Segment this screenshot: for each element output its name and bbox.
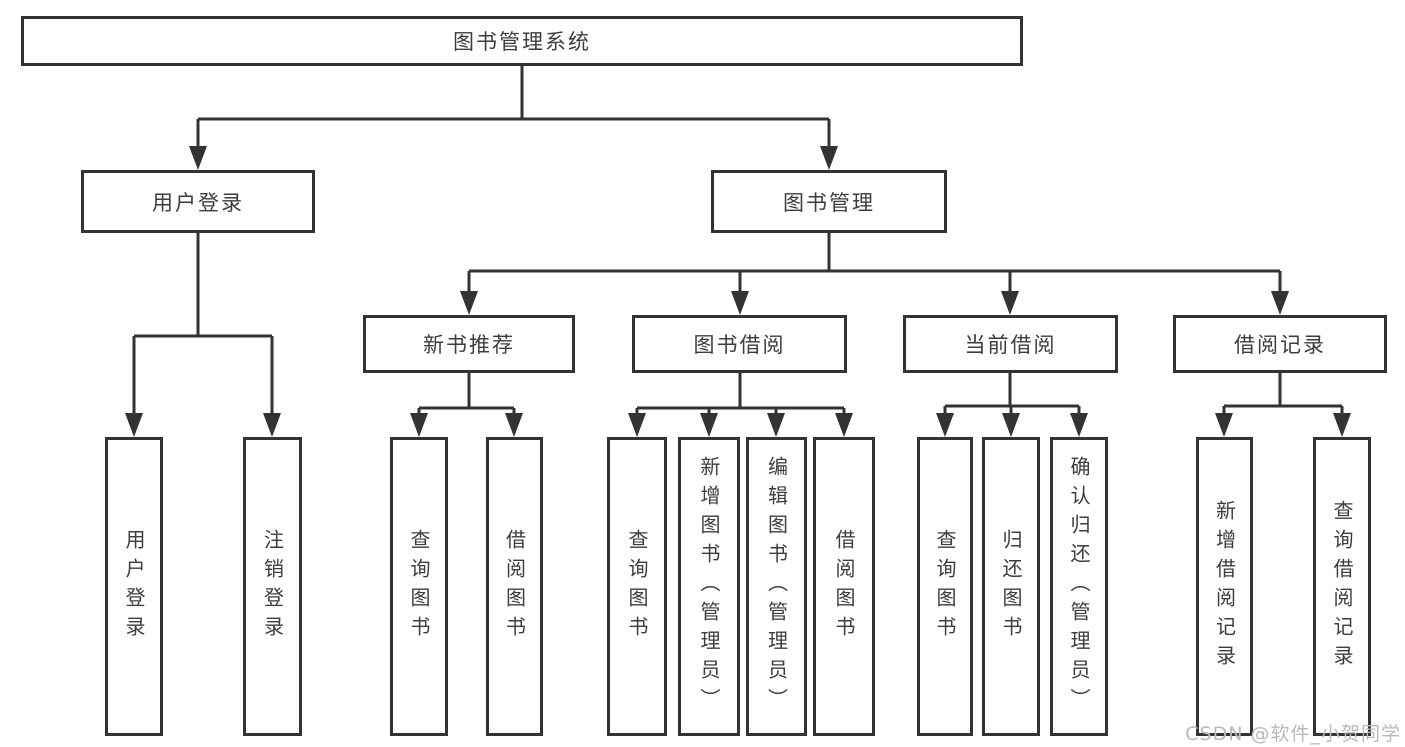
node-book-management-label: 图书管理 xyxy=(783,190,875,215)
arrowhead-down xyxy=(1002,413,1020,437)
node-new-book-recommend-label: 新书推荐 xyxy=(423,333,515,357)
arrowhead-down xyxy=(189,146,207,170)
leaf-query-books-2-label: 查询图书 xyxy=(625,528,649,645)
leaf-query-books-2: 查询图书 xyxy=(607,437,667,736)
leaf-return-books: 归还图书 xyxy=(982,437,1040,736)
leaf-borrow-books-1: 借阅图书 xyxy=(486,437,543,736)
node-borrowing-records-label: 借阅记录 xyxy=(1234,333,1326,357)
arrowhead-down xyxy=(505,413,523,437)
arrowhead-down xyxy=(1001,291,1019,315)
leaf-borrow-books-2-label: 借阅图书 xyxy=(832,528,856,645)
leaf-return-books-label: 归还图书 xyxy=(999,528,1023,645)
leaf-add-book-admin: 新增图书（管理员） xyxy=(678,437,740,736)
leaf-query-books-3: 查询图书 xyxy=(917,437,973,736)
arrowhead-down xyxy=(628,413,646,437)
arrowhead-down xyxy=(1215,413,1233,437)
node-new-book-recommend: 新书推荐 xyxy=(363,315,575,373)
node-book-management: 图书管理 xyxy=(711,170,947,233)
leaf-user-login: 用户登录 xyxy=(105,437,163,736)
arrowhead-down xyxy=(263,413,281,437)
arrowhead-down xyxy=(820,146,838,170)
node-user-login: 用户登录 xyxy=(81,170,315,233)
node-book-borrowing-label: 图书借阅 xyxy=(693,333,786,357)
leaf-query-books-3-label: 查询图书 xyxy=(933,528,957,645)
connector-borrowing-records-to-leaves xyxy=(1215,373,1351,437)
leaf-logout-login-label: 注销登录 xyxy=(260,528,285,645)
connector-book-mgmt-to-level3 xyxy=(460,233,1289,315)
node-root: 图书管理系统 xyxy=(21,16,1023,66)
connector-root-to-level2 xyxy=(189,66,838,170)
leaf-query-books-1: 查询图书 xyxy=(390,437,448,736)
node-current-borrowing-label: 当前借阅 xyxy=(964,333,1057,357)
node-user-login-label: 用户登录 xyxy=(152,190,244,215)
leaf-confirm-return-admin: 确认归还（管理员） xyxy=(1050,437,1108,736)
arrowhead-down xyxy=(125,413,143,437)
node-book-borrowing: 图书借阅 xyxy=(632,315,847,373)
connector-user-login-to-leaves xyxy=(125,233,281,437)
leaf-query-borrow-record: 查询借阅记录 xyxy=(1313,437,1371,736)
arrowhead-down xyxy=(767,413,785,437)
leaf-add-book-admin-label: 新增图书（管理员） xyxy=(697,456,721,717)
connector-book-borrowing-to-leaves xyxy=(628,373,853,437)
leaf-borrow-books-2: 借阅图书 xyxy=(813,437,875,736)
arrowhead-down xyxy=(1333,413,1351,437)
leaf-confirm-return-admin-label: 确认归还（管理员） xyxy=(1067,456,1091,717)
watermark: CSDN @软件_小贺同学 xyxy=(1185,723,1401,745)
arrowhead-down xyxy=(410,413,428,437)
leaf-user-login-label: 用户登录 xyxy=(122,528,146,645)
arrowhead-down xyxy=(731,291,749,315)
leaf-add-borrow-record: 新增借阅记录 xyxy=(1196,437,1253,736)
node-borrowing-records: 借阅记录 xyxy=(1173,315,1387,373)
leaf-edit-book-admin-label: 编辑图书（管理员） xyxy=(764,456,789,717)
leaf-borrow-books-1-label: 借阅图书 xyxy=(502,528,527,645)
connector-new-book-recommend-to-leaves xyxy=(410,373,523,437)
arrowhead-down xyxy=(1271,291,1289,315)
arrowhead-down xyxy=(936,413,954,437)
node-current-borrowing: 当前借阅 xyxy=(903,315,1118,373)
leaf-logout-login: 注销登录 xyxy=(243,437,302,736)
arrowhead-down xyxy=(1070,413,1088,437)
leaf-add-borrow-record-label: 新增借阅记录 xyxy=(1212,499,1237,674)
arrowhead-down xyxy=(835,413,853,437)
leaf-query-borrow-record-label: 查询借阅记录 xyxy=(1330,499,1354,674)
node-root-label: 图书管理系统 xyxy=(453,30,591,54)
connector-current-borrowing-to-leaves xyxy=(936,373,1088,437)
leaf-query-books-1-label: 查询图书 xyxy=(407,528,431,645)
arrowhead-down xyxy=(460,291,478,315)
leaf-edit-book-admin: 编辑图书（管理员） xyxy=(746,437,807,736)
arrowhead-down xyxy=(700,413,718,437)
